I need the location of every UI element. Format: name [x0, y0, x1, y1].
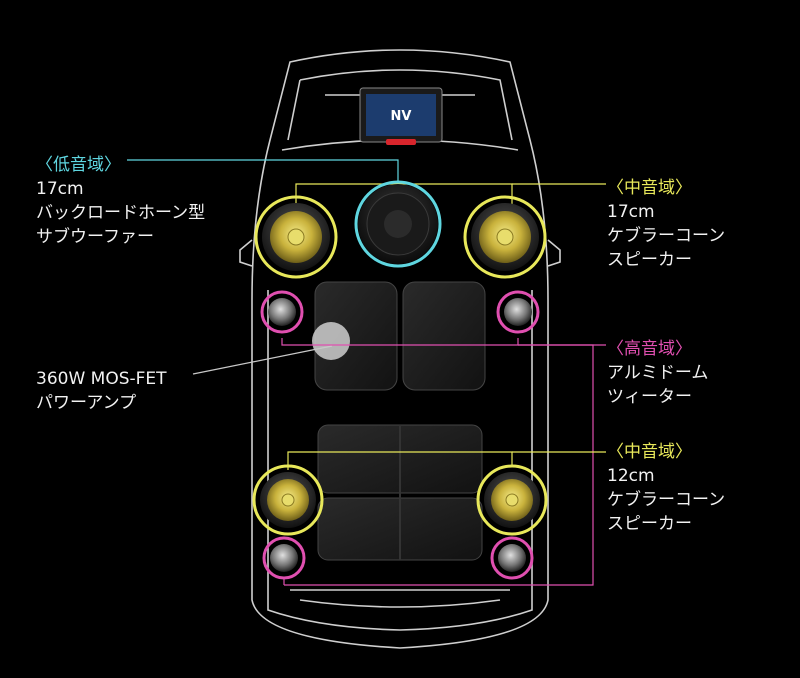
- subwoofer-size: 17cm: [36, 179, 84, 199]
- front-left-mid-speaker: [254, 195, 338, 279]
- rear-mid-name: スピーカー: [607, 514, 692, 534]
- front-left-tweeter: [260, 290, 304, 334]
- front-seats: [314, 281, 486, 391]
- amp-label: 360W MOS-FET パワーアンプ: [36, 367, 167, 415]
- rear-mid-band: 〈中音域〉: [607, 442, 692, 462]
- subwoofer-band: 〈低音域〉: [36, 155, 121, 175]
- front-right-mid-speaker: [463, 195, 547, 279]
- head-unit: NV: [359, 87, 443, 145]
- rear-mid-type: ケブラーコーン: [607, 490, 726, 510]
- subwoofer-name: サブウーファー: [36, 227, 154, 247]
- front-mid-label: 〈中音域〉 17cm ケブラーコーン スピーカー: [607, 176, 725, 272]
- rear-right-tweeter: [490, 536, 534, 580]
- car-outline: [239, 49, 561, 649]
- amp-name: パワーアンプ: [36, 393, 137, 413]
- head-unit-logo: NV: [391, 109, 412, 124]
- rear-seats: [317, 424, 483, 561]
- front-right-tweeter: [496, 290, 540, 334]
- subwoofer-label: 〈低音域〉 17cm バックロードホーン型 サブウーファー: [36, 153, 205, 249]
- subwoofer: [354, 180, 442, 268]
- rear-left-tweeter: [262, 536, 306, 580]
- rear-left-mid-speaker: [252, 464, 324, 536]
- front-mid-size: 17cm: [607, 202, 655, 222]
- subwoofer-type: バックロードホーン型: [36, 203, 206, 223]
- amplifier-marker: [312, 322, 350, 360]
- tweeter-name: ツィーター: [607, 387, 692, 407]
- amp-spec: 360W MOS-FET: [36, 369, 167, 389]
- tweeter-label: 〈高音域〉 アルミドーム ツィーター: [607, 337, 708, 409]
- front-mid-name: スピーカー: [607, 250, 692, 270]
- tweeter-type: アルミドーム: [607, 363, 709, 383]
- connection-lines: [127, 159, 606, 586]
- front-mid-band: 〈中音域〉: [607, 178, 692, 198]
- rear-right-mid-speaker: [476, 464, 548, 536]
- rear-mid-label: 〈中音域〉 12cm ケブラーコーン スピーカー: [607, 440, 725, 536]
- rear-mid-size: 12cm: [607, 466, 655, 486]
- front-mid-type: ケブラーコーン: [607, 226, 726, 246]
- tweeter-band: 〈高音域〉: [607, 339, 692, 359]
